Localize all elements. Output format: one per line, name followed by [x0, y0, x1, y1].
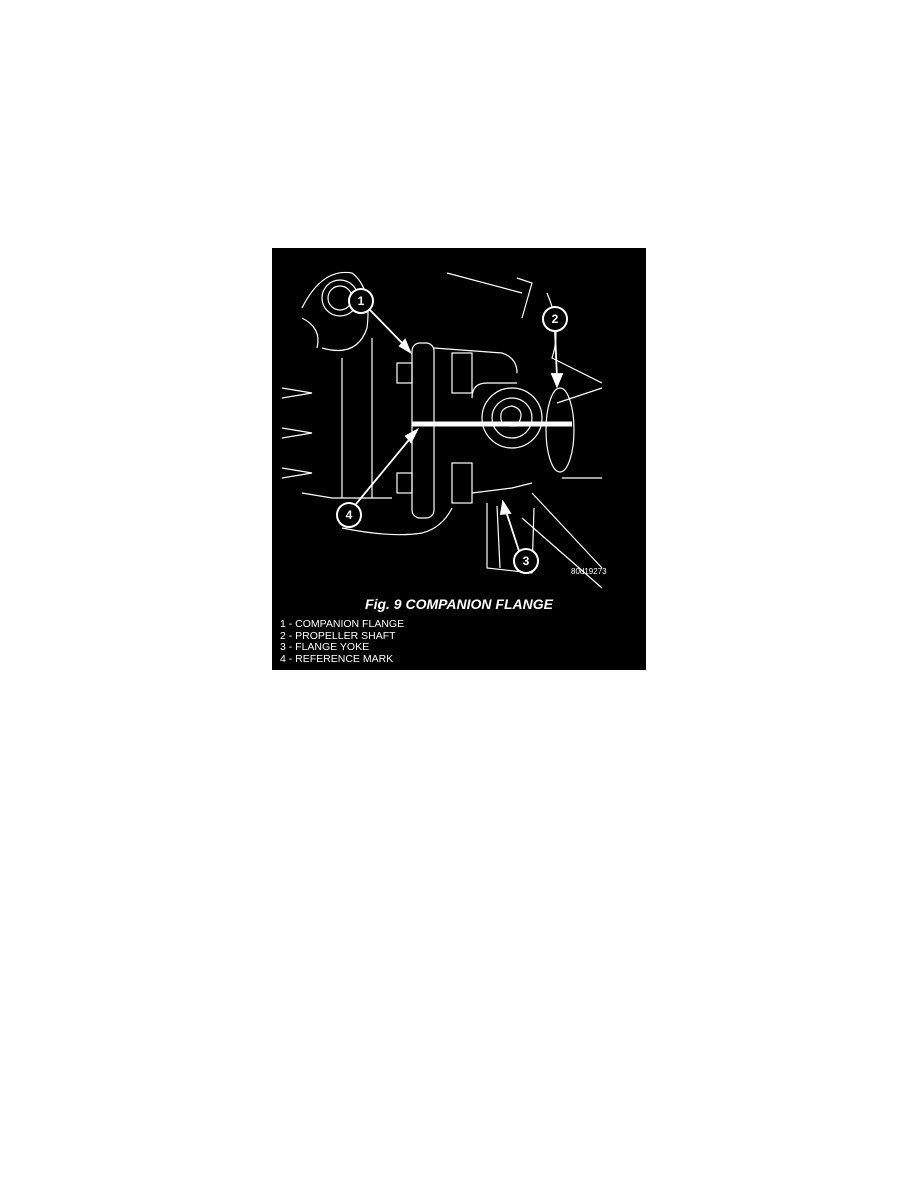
callout-3: 3 [523, 554, 530, 568]
legend-item: 4 - REFERENCE MARK [280, 652, 394, 665]
callout-1: 1 [358, 294, 365, 308]
companion-flange-illustration: 1 2 3 4 [281, 271, 603, 589]
figure-code: 80d19273 [571, 567, 607, 576]
callout-2: 2 [552, 312, 559, 326]
figure-companion-flange: 1 2 3 4 80d19273 Fig. 9 COMPANION FLANGE… [272, 248, 646, 670]
legend-item: 3 - FLANGE YOKE [280, 641, 370, 653]
legend-item: 1 - COMPANION FLANGE [280, 618, 405, 630]
legend-item: 2 - PROPELLER SHAFT [280, 629, 396, 642]
figure-legend: 1 - COMPANION FLANGE 2 - PROPELLER SHAFT… [280, 618, 405, 665]
callout-4: 4 [346, 508, 353, 522]
figure-caption: Fig. 9 COMPANION FLANGE [365, 596, 553, 612]
